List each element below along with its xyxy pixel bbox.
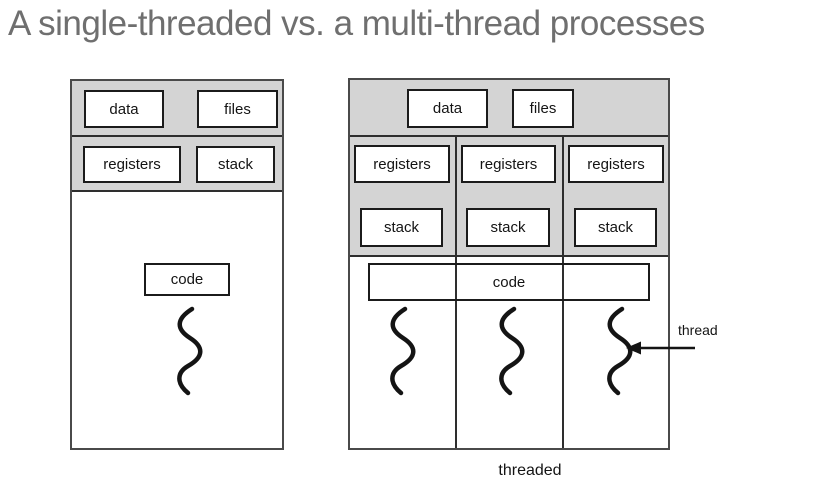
column-divider [455,137,457,448]
thread-squiggle-icon [607,306,633,396]
column-divider [562,137,564,448]
data-box: data [407,89,488,128]
thread-arrow-icon [626,341,695,355]
files-box: files [197,90,278,128]
single-process-thread-band: registers stack [72,137,282,192]
multi-process-shared-band: data files [350,80,668,137]
registers-box: registers [568,145,664,183]
threaded-caption: threaded [498,462,562,479]
thread-label: thread [678,322,718,338]
data-box: data [84,90,164,128]
slide-title: A single-threaded vs. a multi-thread pro… [8,4,705,43]
registers-box: registers [461,145,556,183]
registers-box: registers [354,145,450,183]
single-threaded-process-diagram: data files registers stack code [70,79,284,450]
stack-box: stack [360,208,443,247]
stack-box: stack [574,208,657,247]
stack-box: stack [466,208,550,247]
thread-squiggle-icon [177,306,203,396]
thread-squiggle-icon [499,306,525,396]
code-box: code [144,263,230,296]
thread-squiggle-icon [390,306,416,396]
files-box: files [512,89,574,128]
registers-box: registers [83,146,181,183]
multithreaded-process-diagram: data files registers registers registers… [348,78,670,450]
code-box: code [368,263,650,301]
stack-box: stack [196,146,275,183]
single-process-shared-band: data files [72,81,282,137]
